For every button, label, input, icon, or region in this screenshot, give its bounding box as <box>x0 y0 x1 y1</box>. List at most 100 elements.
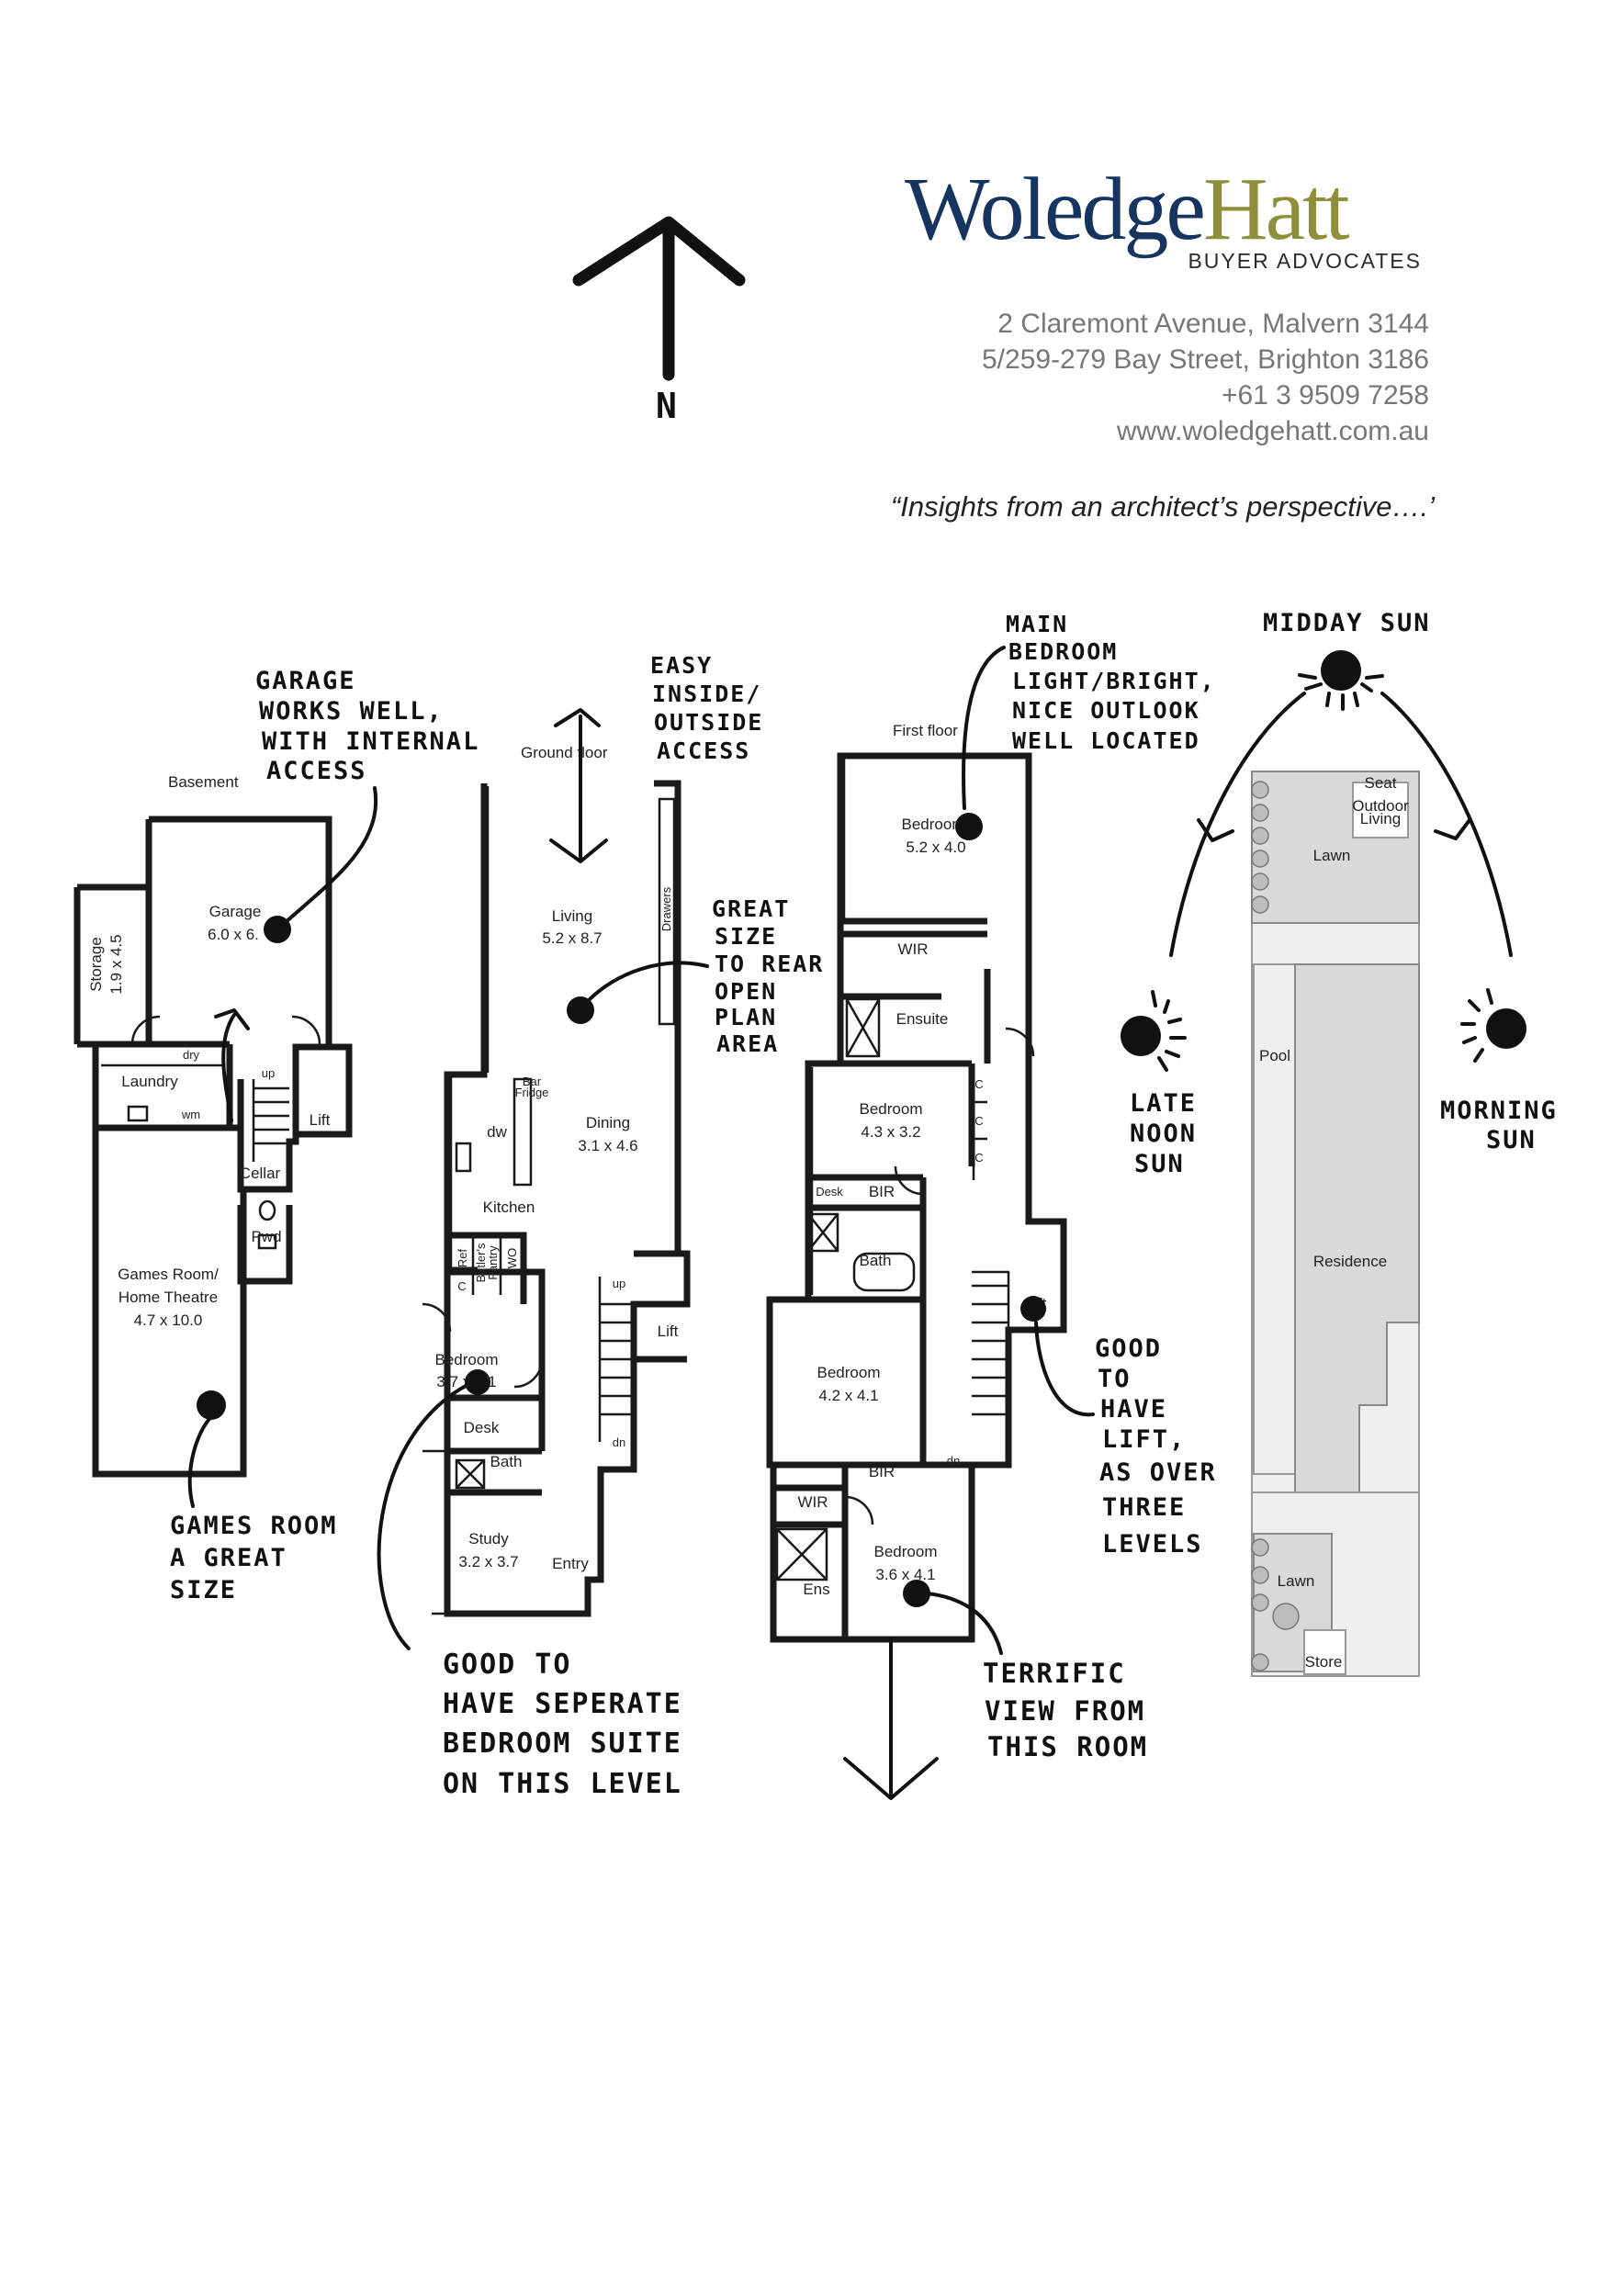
dw-label: dw <box>487 1123 507 1141</box>
ground-bath-label: Bath <box>490 1453 523 1470</box>
basement-up-label: up <box>262 1066 275 1080</box>
living-label: Living <box>552 907 592 925</box>
morning-sun-icon <box>1460 988 1526 1063</box>
cellar-label: Cellar <box>240 1165 281 1182</box>
garage-access-arrow <box>214 1008 250 1122</box>
first-glazing <box>810 759 972 1641</box>
bath-tub <box>852 1252 916 1292</box>
basement-stair <box>252 1079 289 1162</box>
ground-lift-label: Lift <box>658 1322 679 1340</box>
first-stair <box>972 1270 1010 1465</box>
games-room-size: 4.7 x 10.0 <box>134 1311 203 1329</box>
storage-size: 1.9 x 4.5 <box>107 934 125 994</box>
wir-label: WIR <box>897 940 928 958</box>
late-noon-sun-note: LATE NOON SUN <box>1130 1089 1213 1178</box>
late-noon-sun-icon <box>1121 990 1187 1072</box>
pantry-label: Pantry <box>486 1245 500 1280</box>
bedroom-4-marker <box>903 1580 930 1607</box>
midday-sun-icon <box>1298 650 1384 711</box>
bedroom-suite-note: GOOD TO HAVE SEPERATE BEDROOM SUITE ON T… <box>443 1649 701 1800</box>
first-dn-label: dn <box>947 1454 960 1468</box>
ground-door-swings <box>422 1302 544 1389</box>
study-size: 3.2 x 3.7 <box>458 1553 518 1570</box>
study-label: Study <box>468 1530 509 1548</box>
logo-subtitle: BUYER ADVOCATES <box>1188 249 1422 273</box>
ens-shower <box>775 1527 828 1581</box>
outdoor-living-area <box>1352 782 1409 838</box>
pwd-basin <box>257 1233 277 1250</box>
dry-label: dry <box>183 1048 200 1062</box>
outdoor-living-label: Living <box>1360 810 1401 827</box>
desk-label: Desk <box>464 1419 500 1436</box>
main-bedroom-size: 5.2 x 4.0 <box>906 838 965 856</box>
drawers-label: Drawers <box>659 886 673 931</box>
residence-label: Residence <box>1313 1253 1387 1270</box>
ground-bedroom-label: Bedroom <box>435 1351 499 1368</box>
first-internal-walls <box>773 917 991 1639</box>
site-plan: Seat Outdoor Living Lawn Pool Residence … <box>1251 771 1420 1677</box>
butlers-label: Butler's <box>474 1243 488 1282</box>
cupboard-label: C <box>457 1279 466 1293</box>
first-cupboards <box>972 1065 987 1180</box>
basement-title: Basement <box>168 773 239 791</box>
pwd-label: Pwd <box>251 1228 281 1245</box>
ground-title: Ground floor <box>521 744 608 761</box>
north-arrow-icon <box>572 216 746 381</box>
ens-label: Ens <box>803 1581 829 1598</box>
garage-size: 6.0 x 6. <box>208 926 259 943</box>
garage-label: Garage <box>209 903 262 920</box>
first-desk-label: Desk <box>816 1185 843 1199</box>
cellar-walls <box>237 1079 293 1285</box>
ground-lift <box>634 1250 687 1363</box>
first-title: First floor <box>893 722 958 739</box>
bedroom-2-size: 4.3 x 3.2 <box>861 1123 920 1141</box>
bedroom-suite-leader <box>377 1380 475 1650</box>
pantry-dividers <box>471 1235 502 1295</box>
outdoor-label: Outdoor <box>1352 797 1409 815</box>
ground-floor-plan: Ground floor Living 5.2 x 8.7 Drawers Ba… <box>422 744 691 1617</box>
games-room-note: GAMES ROOM A GREAT SIZE <box>170 1512 355 1604</box>
main-bedroom-label: Bedroom <box>902 816 965 833</box>
ground-bedroom-marker <box>465 1369 490 1395</box>
bar-fridge-label-2: Fridge <box>515 1086 549 1099</box>
garage-leader <box>283 786 378 925</box>
store-area <box>1303 1629 1346 1675</box>
bar-fridge-label-1: Bar <box>523 1075 542 1088</box>
tagline: “Insights from an architect’s perspectiv… <box>891 490 1436 523</box>
living-size: 5.2 x 8.7 <box>542 929 602 947</box>
home-theatre-label: Home Theatre <box>118 1289 218 1306</box>
main-bedroom-marker <box>955 813 983 840</box>
drawers-unit <box>658 797 676 1026</box>
bir-2-label: BIR <box>869 1463 895 1480</box>
cupboard-1-label: C <box>974 1077 983 1091</box>
bedroom-3-size: 4.2 x 4.1 <box>818 1387 878 1404</box>
great-size-note: GREAT SIZE TO REAR OPEN PLAN AREA <box>712 895 839 1057</box>
sun-arc <box>1169 692 1513 957</box>
north-arrow: N <box>572 216 746 426</box>
first-bath-shower <box>806 1212 839 1253</box>
inside-outside-note: EASY INSIDE/ OUTSIDE ACCESS <box>650 652 779 764</box>
basement-plan: Basement Storage 1.9 x 4.5 Garage 6.0 x … <box>73 773 353 1478</box>
bedroom-4-size: 3.6 x 4.1 <box>875 1566 935 1583</box>
lawn-top-label: Lawn <box>1313 847 1351 864</box>
inside-outside-arrow <box>549 708 608 863</box>
lift-leader <box>1034 1321 1095 1417</box>
kitchen-island <box>513 1077 533 1187</box>
garage-note: GARAGE WORKS WELL, WITH INTERNAL ACCESS <box>255 667 497 785</box>
lawn-bottom-label: Lawn <box>1278 1572 1315 1590</box>
dining-size: 3.1 x 4.6 <box>578 1137 637 1154</box>
entry-label: Entry <box>552 1555 589 1572</box>
bedroom-4-label: Bedroom <box>874 1543 938 1560</box>
main-bedroom-note: MAIN BEDROOM LIGHT/BRIGHT, NICE OUTLOOK … <box>1006 611 1232 754</box>
ref-label: Ref <box>456 1248 469 1267</box>
pool-area <box>1253 963 1296 1475</box>
ground-stair <box>598 1277 634 1442</box>
north-label: N <box>656 386 679 426</box>
games-room-marker <box>197 1390 226 1420</box>
dining-label: Dining <box>586 1114 630 1131</box>
website: www.woledgehatt.com.au <box>1116 416 1429 446</box>
bedroom-2-label: Bedroom <box>860 1100 923 1118</box>
sun-arc-arrows <box>1197 818 1471 842</box>
ensuite-label: Ensuite <box>896 1010 949 1028</box>
pool-label: Pool <box>1259 1047 1290 1064</box>
